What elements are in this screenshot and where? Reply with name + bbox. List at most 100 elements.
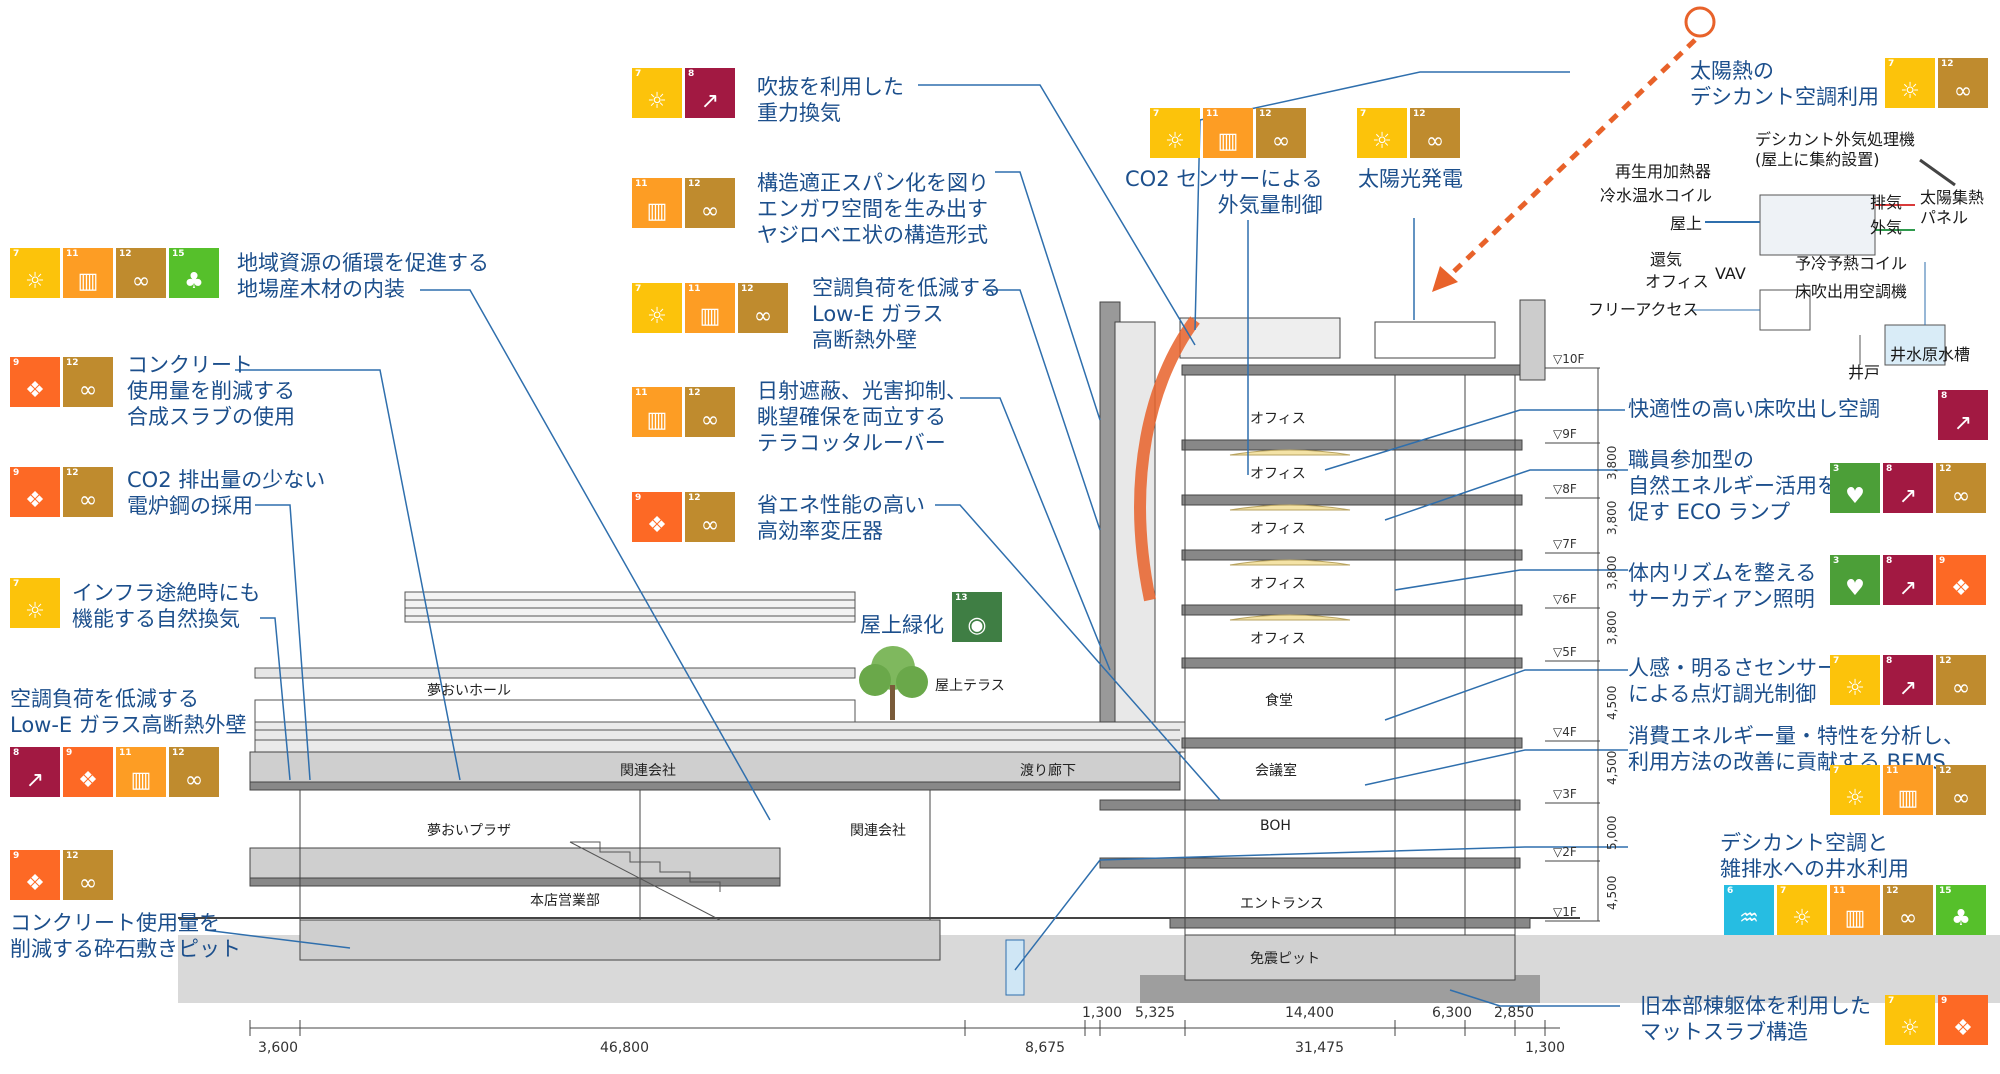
label-terracotta: 日射遮蔽、光害抑制、 眺望確保を両立する テラコッタルーバー xyxy=(757,378,967,456)
floor-1f: ▽1F xyxy=(1553,905,1577,919)
diagram-exhaust: 排気 xyxy=(1870,193,1903,212)
floor-dim: 4,500 xyxy=(1605,685,1619,720)
sdg-glyph: ♣ xyxy=(1951,906,1971,931)
sdg-number: 12 xyxy=(66,358,79,368)
sdg-7-icon: 7☼ xyxy=(10,578,60,628)
sdg-12-icon: 12∞ xyxy=(1936,655,1986,705)
sdg-glyph: ▥ xyxy=(699,304,721,329)
room-kanren-2: 関連会社 xyxy=(850,823,906,839)
sdg-9-icon: 9❖ xyxy=(10,850,60,900)
label-line: マットスラブ構造 xyxy=(1640,1020,1808,1044)
floor-6f: ▽6F xyxy=(1553,592,1577,606)
label-line: 消費エネルギー量・特性を分析し、 xyxy=(1628,724,1964,748)
label-line: 地域資源の循環を促進する xyxy=(237,251,489,275)
sdg-glyph: ↗ xyxy=(1898,676,1918,701)
sdg-row-floor-ac: 8↗ xyxy=(1938,390,1988,440)
sdg-row-slab: 9❖12∞ xyxy=(10,357,113,407)
sdg-9-icon: 9❖ xyxy=(632,492,682,542)
label-line: Low-E ガラス高断熱外壁 xyxy=(10,713,247,737)
sdg-11-icon: 11 ▥ xyxy=(685,283,735,333)
label-sensor-light: 人感・明るさセンサー による点灯調光制御 xyxy=(1628,655,1838,707)
label-co2-sensor: CO2 センサーによる 外気量制御 xyxy=(1125,166,1323,218)
sdg-glyph: ❖ xyxy=(647,513,667,538)
sdg-glyph: ❖ xyxy=(25,488,45,513)
dim-bottom: 2,850 xyxy=(1494,1005,1535,1021)
sdg-number: 8 xyxy=(1886,556,1893,566)
sdg-11-icon: 11▥ xyxy=(63,248,113,298)
sdg-glyph: ☼ xyxy=(1900,79,1920,104)
sdg-glyph: ♒ xyxy=(1739,906,1759,931)
sdg-7-icon: 7☼ xyxy=(1777,885,1827,935)
room-cafeteria: 食堂 xyxy=(1265,693,1293,709)
label-local-wood: 地域資源の循環を促進する 地場産木材の内装 xyxy=(237,250,489,302)
sdg-7-icon: 7☼ xyxy=(1357,108,1407,158)
sdg-number: 9 xyxy=(66,748,73,758)
label-line: デシカント空調利用 xyxy=(1690,85,1879,109)
sdg-11-icon: 11▥ xyxy=(1830,885,1880,935)
label-bems: 消費エネルギー量・特性を分析し、 利用方法の改善に貢献する BEMS xyxy=(1628,723,1964,775)
sdg-12-icon: 12∞ xyxy=(63,850,113,900)
sdg-6-icon: 6♒ xyxy=(1724,885,1774,935)
room-corridor: 渡り廊下 xyxy=(1020,763,1076,779)
sdg-number: 11 xyxy=(688,284,701,294)
floor-2f: ▽2F xyxy=(1553,845,1577,859)
sdg-number: 12 xyxy=(1259,109,1272,119)
sdg-number: 12 xyxy=(1939,766,1952,776)
atrium-airflow xyxy=(1134,316,1200,602)
label-line: による点灯調光制御 xyxy=(1628,682,1817,706)
label-line: 眺望確保を両立する xyxy=(757,405,946,429)
label-line: 空調負荷を低減する xyxy=(812,276,1001,300)
sdg-15-icon: 15♣ xyxy=(1936,885,1986,935)
sdg-number: 7 xyxy=(1153,109,1160,119)
label-line: 職員参加型の xyxy=(1628,448,1754,472)
sdg-number: 7 xyxy=(1888,59,1895,69)
sdg-glyph: ☼ xyxy=(1165,129,1185,154)
sdg-number: 12 xyxy=(1941,59,1954,69)
label-line: 促す ECO ランプ xyxy=(1628,500,1791,524)
label-line: 太陽熱の xyxy=(1690,59,1774,83)
diagram-line: パネル xyxy=(1920,208,1969,227)
leader-lines xyxy=(204,71,1628,1007)
sdg-8-icon: 8↗ xyxy=(1938,390,1988,440)
sdg-glyph: ❖ xyxy=(25,378,45,403)
label-line: 雑排水への井水利用 xyxy=(1720,857,1909,881)
sdg-12-icon: 12∞ xyxy=(116,248,166,298)
sdg-row-atrium: 7☼8↗ xyxy=(632,68,735,118)
diagram-precool: 予冷予熱コイル xyxy=(1795,254,1908,273)
ceiling-lights xyxy=(1229,449,1351,621)
label-line: 自然エネルギー活用を xyxy=(1628,474,1838,498)
label-line: 削減する砕石敷きピット xyxy=(10,937,241,961)
sdg-glyph: ∞ xyxy=(78,488,98,513)
sdg-9-icon: 9❖ xyxy=(10,357,60,407)
dim-bottom: 46,800 xyxy=(600,1040,649,1056)
sdg-9-icon: 9❖ xyxy=(1936,555,1986,605)
sdg-number: 8 xyxy=(1886,656,1893,666)
diagram-office: オフィス xyxy=(1645,272,1709,291)
sdg-number: 12 xyxy=(172,748,185,758)
sdg-glyph: ◉ xyxy=(967,613,987,638)
dim-lines xyxy=(249,1020,1560,1036)
sdg-11-icon: 11▥ xyxy=(632,387,682,437)
sdg-7-icon: 7☼ xyxy=(1830,765,1880,815)
floor-5f: ▽5F xyxy=(1553,645,1577,659)
sdg-7-icon: 7☼ xyxy=(1150,108,1200,158)
solar-arrow-head xyxy=(1432,266,1458,292)
label-line: 外気量制御 xyxy=(1217,193,1323,217)
sdg-number: 9 xyxy=(13,468,20,478)
label-line: 旧本部棟躯体を利用した xyxy=(1640,994,1871,1018)
dim-bottom: 5,325 xyxy=(1135,1005,1176,1021)
sdg-glyph: ↗ xyxy=(25,768,45,793)
sdg-number: 7 xyxy=(1888,996,1895,1006)
sdg-number: 7 xyxy=(1833,766,1840,776)
sdg-glyph: ☼ xyxy=(1792,906,1812,931)
sun-icon xyxy=(1684,6,1716,38)
sdg-glyph: ☼ xyxy=(647,89,667,114)
diagram-return: 還気 xyxy=(1650,250,1683,269)
sdg-15-icon: 15♣ xyxy=(169,248,219,298)
sdg-row-lowe-west: 8↗9❖11▥12∞ xyxy=(10,747,219,797)
sdg-glyph: ∞ xyxy=(1953,79,1973,104)
label-line: 人感・明るさセンサー xyxy=(1628,656,1838,680)
label-transformer: 省エネ性能の高い 高効率変圧器 xyxy=(757,492,925,544)
diagram-cwc: 冷水温水コイル xyxy=(1600,186,1713,205)
sdg-number: 13 xyxy=(955,593,968,603)
